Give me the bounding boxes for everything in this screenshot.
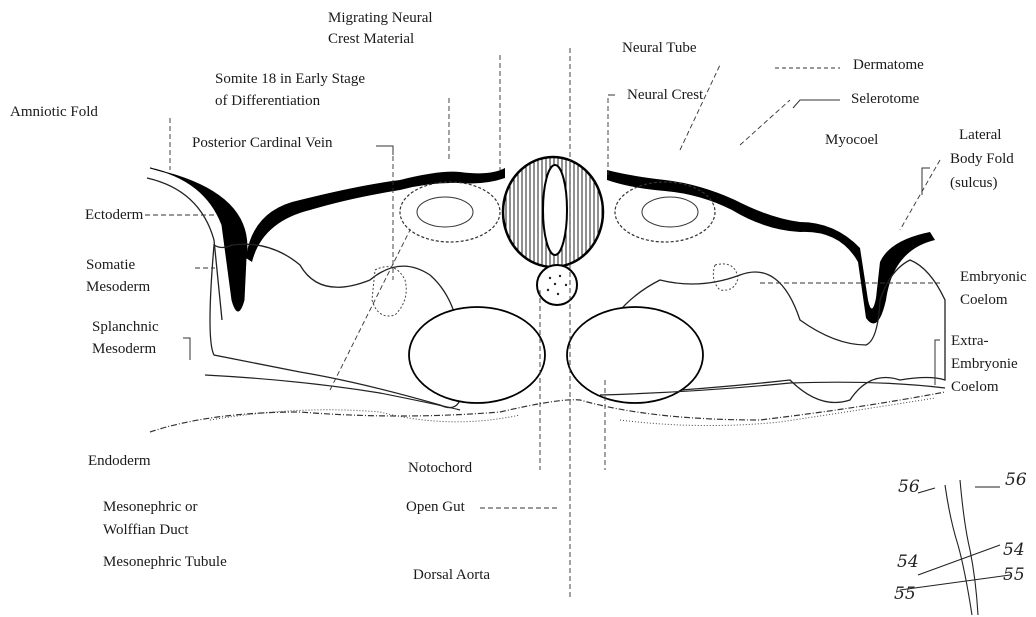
somite-left xyxy=(400,182,500,242)
label-endoderm: Endoderm xyxy=(88,452,150,470)
label-neural-crest: Neural Crest xyxy=(627,86,703,104)
label-somite-18-1: Somite 18 in Early Stage xyxy=(215,70,365,88)
label-extra-embryonic-1: Extra- xyxy=(951,332,988,350)
label-lateral-body-fold-3: (sulcus) xyxy=(950,174,998,192)
inset-number-55-right: 55 xyxy=(1003,565,1025,585)
dorsal-ectoderm-band xyxy=(246,168,505,262)
endoderm-band xyxy=(150,392,945,432)
label-dermatome: Dermatome xyxy=(853,56,924,74)
label-myocoel: Myocoel xyxy=(825,131,878,149)
dorsal-aorta-right xyxy=(567,307,703,403)
label-extra-embryonic-3: Coelom xyxy=(951,378,999,396)
inset-number-54-left: 54 xyxy=(897,552,919,572)
label-embryonic-coelom-1: Embryonic xyxy=(960,268,1027,286)
label-selerotome: Selerotome xyxy=(851,90,919,108)
label-splanchnic-mesoderm-2: Mesoderm xyxy=(92,340,156,358)
dorsal-aorta-left xyxy=(409,307,545,403)
inset-section xyxy=(900,480,1010,615)
label-somatic-mesoderm-1: Somatie xyxy=(86,256,135,274)
label-ectoderm: Ectoderm xyxy=(85,206,143,224)
label-amniotic-fold: Amniotic Fold xyxy=(10,103,98,121)
inset-number-56-right: 56 xyxy=(1005,470,1027,490)
label-somite-18-2: of Differentiation xyxy=(215,92,320,110)
label-extra-embryonic-2: Embryonie xyxy=(951,355,1018,373)
label-somatic-mesoderm-2: Mesoderm xyxy=(86,278,150,296)
label-dorsal-aorta: Dorsal Aorta xyxy=(413,566,490,584)
label-lateral-body-fold-2: Body Fold xyxy=(950,150,1014,168)
neural-canal xyxy=(543,165,567,255)
label-lateral-body-fold-1: Lateral xyxy=(959,126,1001,144)
label-notochord: Notochord xyxy=(408,459,472,477)
label-migrating-neural-crest-1: Migrating Neural xyxy=(328,9,433,27)
label-mesonephric-tubule: Mesonephric Tubule xyxy=(103,553,227,571)
inset-number-54-right: 54 xyxy=(1003,540,1025,560)
notochord xyxy=(537,265,577,305)
label-migrating-neural-crest-2: Crest Material xyxy=(328,30,414,48)
label-neural-tube: Neural Tube xyxy=(622,39,697,57)
label-embryonic-coelom-2: Coelom xyxy=(960,291,1008,309)
label-splanchnic-mesoderm-1: Splanchnic xyxy=(92,318,159,336)
label-mesonephric-duct-2: Wolffian Duct xyxy=(103,521,189,539)
inset-number-55-left: 55 xyxy=(894,584,916,604)
label-posterior-cardinal-vein: Posterior Cardinal Vein xyxy=(192,134,333,152)
leader-lines xyxy=(145,48,940,600)
label-open-gut: Open Gut xyxy=(406,498,465,516)
inset-number-56-left: 56 xyxy=(898,477,920,497)
amniotic-fold-left xyxy=(150,168,247,311)
label-mesonephric-duct-1: Mesonephric or xyxy=(103,498,198,516)
